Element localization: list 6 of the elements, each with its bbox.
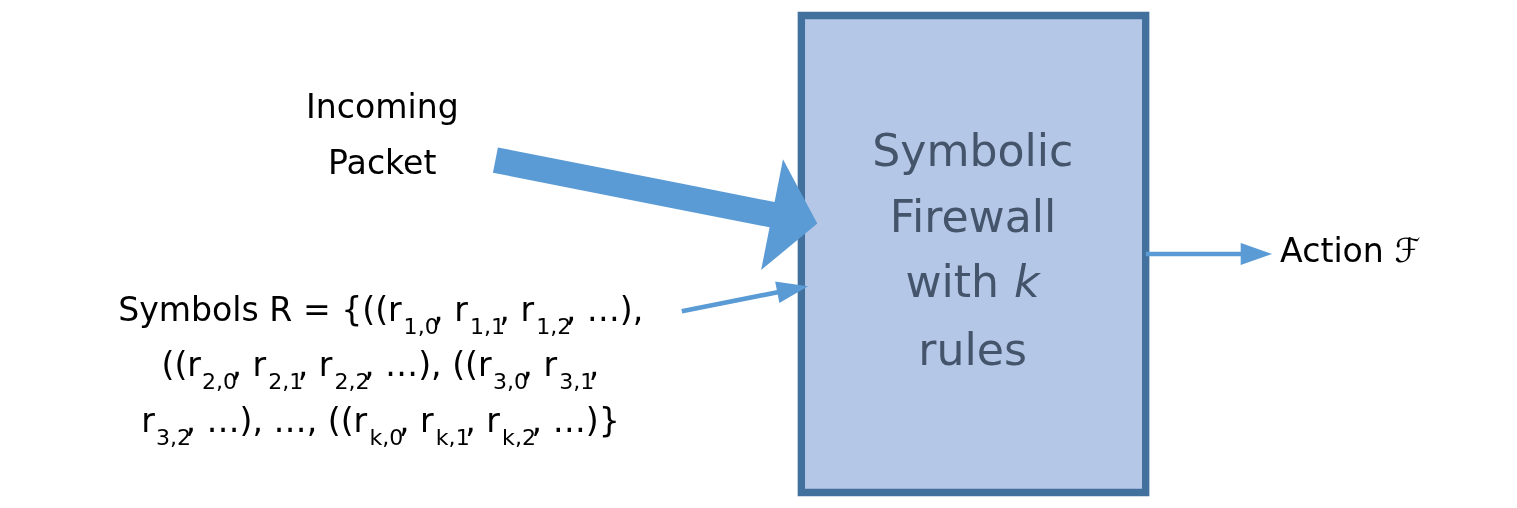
node-text: Action ℱ [1279,231,1420,271]
arrow [680,281,808,314]
node-box: Symbolic Firewall with k rules [797,11,1149,497]
arrow [492,147,817,271]
node-text: Incoming Packet [305,87,459,182]
arrow [1145,243,1272,265]
